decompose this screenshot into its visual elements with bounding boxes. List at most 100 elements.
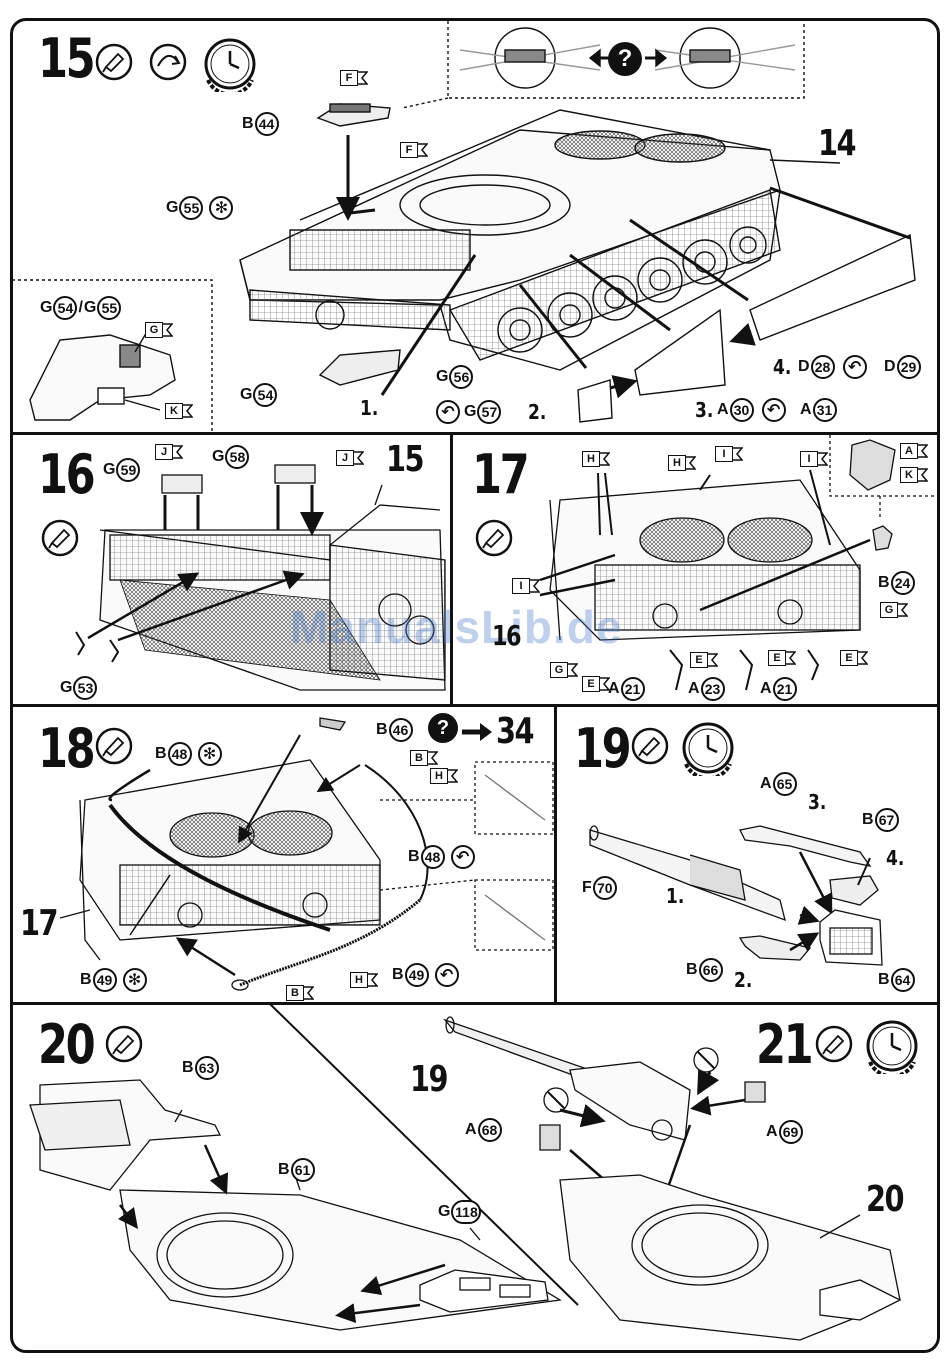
part-letter: G bbox=[212, 448, 225, 465]
step-17-number: 17 bbox=[472, 443, 530, 506]
flag-b-top: B bbox=[410, 750, 438, 766]
part-letter: G bbox=[464, 403, 477, 420]
bend-icon: ↶ bbox=[761, 398, 786, 422]
flag-e-4: E bbox=[840, 650, 868, 666]
part-letter: G bbox=[40, 299, 53, 316]
flag-letter: I bbox=[512, 578, 530, 594]
step-18-ref-17: 17 bbox=[20, 903, 58, 944]
flag-k-detail: K bbox=[900, 467, 928, 483]
flag-letter: G bbox=[550, 662, 568, 678]
part-number: 55 bbox=[97, 296, 122, 320]
asterisk-icon: ✻ bbox=[209, 196, 234, 220]
part-letter: A bbox=[800, 401, 812, 418]
part-number: 49 bbox=[92, 968, 117, 992]
part-number: 30 bbox=[729, 398, 754, 422]
step-17-ref-16: 16 bbox=[492, 619, 522, 652]
part-number: 23 bbox=[700, 677, 725, 701]
flag-letter: H bbox=[350, 972, 368, 988]
flag-g-left: G bbox=[550, 662, 578, 678]
divider-18-19 bbox=[554, 706, 557, 1004]
part-number: 58 bbox=[225, 445, 250, 469]
part-number: 24 bbox=[890, 571, 915, 595]
heat-bend-icon: ↶ bbox=[434, 963, 459, 987]
part-number: 49 bbox=[404, 963, 429, 987]
step-16-number: 16 bbox=[38, 443, 96, 506]
part-number: 31 bbox=[812, 398, 837, 422]
flag-a-detail: A bbox=[900, 443, 928, 459]
flag-letter: E bbox=[840, 650, 858, 666]
flag-e-1: E bbox=[582, 676, 610, 692]
flag-letter: H bbox=[582, 451, 600, 467]
bend-icon bbox=[148, 42, 188, 87]
heat-bend-icon: ↶ bbox=[450, 845, 475, 869]
flag-j-right: J bbox=[336, 450, 364, 466]
sequence-1: 1. bbox=[360, 396, 379, 420]
flag-h-top: H bbox=[430, 768, 458, 784]
part-letter: D bbox=[798, 358, 810, 375]
part-letter: B bbox=[155, 745, 167, 762]
part-number: 29 bbox=[896, 355, 921, 379]
part-number: 55 bbox=[179, 196, 204, 220]
sequence-4: 4. bbox=[886, 846, 905, 870]
clock-icon bbox=[862, 1018, 922, 1079]
part-number: 65 bbox=[772, 772, 797, 796]
part-number: 68 bbox=[477, 1118, 502, 1142]
part-letter: B bbox=[392, 966, 404, 983]
part-letter: A bbox=[766, 1123, 778, 1140]
glue-tube-icon bbox=[474, 518, 514, 563]
goto-step-number: 34 bbox=[496, 711, 534, 752]
divider-16-17 bbox=[450, 434, 453, 706]
part-number: 54 bbox=[53, 296, 78, 320]
part-number: 48 bbox=[420, 845, 445, 869]
part-number: 63 bbox=[194, 1056, 219, 1080]
part-number: 66 bbox=[698, 958, 723, 982]
flag-letter: K bbox=[165, 403, 183, 419]
sequence-3: 3. bbox=[808, 790, 827, 814]
part-number: 61 bbox=[290, 1158, 315, 1182]
part-number: 53 bbox=[73, 676, 98, 700]
bend-icon: ↶ bbox=[436, 400, 460, 424]
flag-b-bottom: B bbox=[286, 985, 314, 1001]
flag-letter: E bbox=[690, 652, 708, 668]
flag-letter: E bbox=[582, 676, 600, 692]
part-letter: A bbox=[465, 1121, 477, 1138]
step-15-number: 15 bbox=[38, 27, 96, 90]
flag-e-2: E bbox=[690, 652, 718, 668]
glue-tube-icon bbox=[630, 726, 670, 771]
part-letter: G bbox=[60, 679, 73, 696]
part-letter: B bbox=[278, 1161, 290, 1178]
part-number: 54 bbox=[253, 383, 278, 407]
flag-f-mid: F bbox=[400, 142, 428, 158]
part-letter: B bbox=[376, 721, 388, 738]
part-letter: B bbox=[686, 961, 698, 978]
part-number: 118 bbox=[451, 1200, 482, 1224]
part-letter: B bbox=[182, 1059, 194, 1076]
part-letter: B bbox=[862, 811, 874, 828]
step-18-number: 18 bbox=[38, 717, 96, 780]
flag-k-detail: K bbox=[165, 403, 193, 419]
part-letter: G bbox=[166, 199, 179, 216]
flag-i-mid: I bbox=[715, 446, 743, 462]
step-15-ref-14: 14 bbox=[818, 123, 856, 164]
sequence-3: 3. bbox=[695, 398, 714, 422]
part-number: 21 bbox=[620, 677, 645, 701]
part-letter: D bbox=[884, 358, 896, 375]
part-letter: G bbox=[103, 461, 116, 478]
